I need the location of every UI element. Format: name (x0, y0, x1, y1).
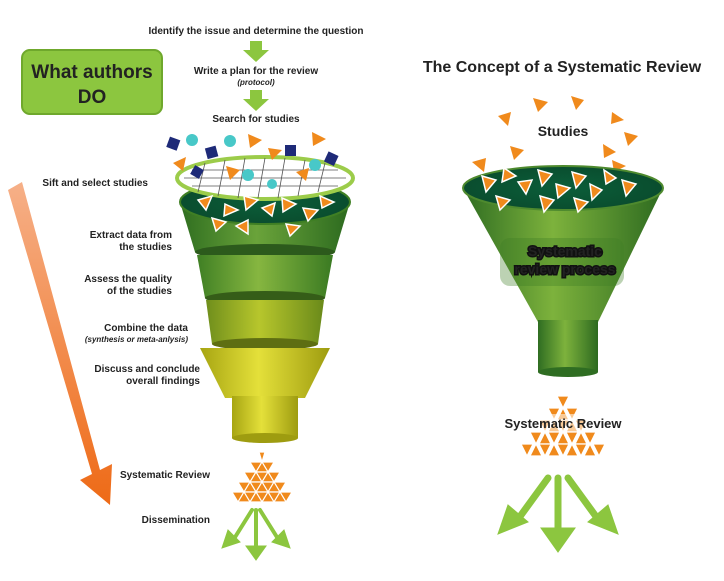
process-label-1: Systematic (528, 243, 602, 259)
dissemination-arrows-icon (221, 508, 291, 561)
process-label-2: review process (514, 261, 615, 277)
right-panel-title: The Concept of a Systematic Review (423, 59, 702, 76)
step-extract-label-2: the studies (119, 242, 172, 253)
down-arrow-icon (243, 90, 269, 111)
step-assess-label-2: of the studies (107, 286, 172, 297)
right-output-review-label: Systematic Review (504, 416, 622, 431)
study-sieve-grid (175, 155, 355, 201)
step-sift-label: Sift and select studies (42, 178, 148, 189)
step-combine-note: (synthesis or meta-anlysis) (85, 335, 188, 344)
what-authors-do-badge: What authors DO (21, 49, 163, 115)
right-bowl-studies-icons (480, 166, 638, 214)
step-assess-label-1: Assess the quality (84, 274, 172, 285)
flying-studies-icons (472, 96, 638, 172)
step-plan-note: (protocol) (237, 78, 275, 87)
step-identify-label: Identify the issue and determine the que… (148, 26, 363, 37)
step-search-label: Search for studies (212, 114, 300, 125)
left-funnel (179, 179, 351, 443)
dissemination-label: Dissemination (142, 515, 210, 526)
step-extract-label-1: Extract data from (90, 230, 172, 241)
left-output-review-label: Systematic Review (120, 470, 210, 481)
process-direction-arrow-icon (8, 182, 112, 505)
right-dissemination-arrows-icon (497, 474, 619, 553)
step-discuss-label-2: overall findings (126, 376, 200, 387)
step-combine-label: Combine the data (104, 323, 188, 334)
step-plan-label: Write a plan for the review (194, 66, 319, 77)
step-discuss-label-1: Discuss and conclude (94, 364, 200, 375)
badge-line-1: What authors (31, 62, 152, 83)
incoming-studies-icons (166, 132, 339, 189)
badge-line-2: DO (78, 87, 107, 108)
left-review-pyramid-icon (230, 451, 294, 504)
studies-label: Studies (538, 123, 589, 139)
down-arrow-icon (243, 41, 269, 62)
left-bowl-studies-icons (196, 194, 336, 238)
